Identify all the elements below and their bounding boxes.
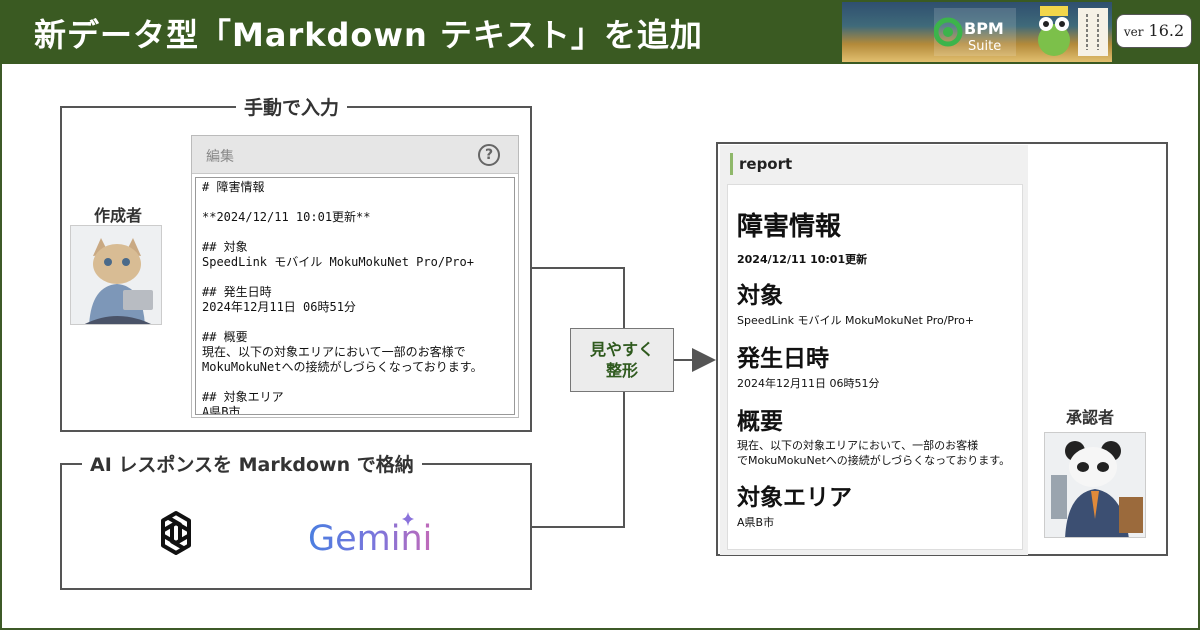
author-avatar (70, 225, 162, 325)
panda-approver-icon (1045, 433, 1145, 537)
cat-author-icon (71, 226, 161, 324)
report-datetime-heading: 発生日時 (737, 346, 829, 372)
editor-toolbar: 編集 ? (192, 136, 518, 174)
version-badge: ver 16.2 (1116, 14, 1192, 48)
report-summary-line-1: 現在、以下の対象エリアにおいて、一部のお客様 (737, 439, 979, 452)
suite-logo-sub: Suite (968, 39, 1001, 54)
approver-label: 承認者 (1066, 408, 1115, 427)
markdown-textarea[interactable]: # 障害情報 **2024/12/11 10:01更新** ## 対象 Spee… (195, 177, 515, 415)
author-label: 作成者 (94, 206, 143, 225)
report-body (727, 184, 1023, 550)
report-updated: 2024/12/11 10:01更新 (737, 253, 868, 266)
markdown-editor: 編集 ? # 障害情報 **2024/12/11 10:01更新** ## 対象… (191, 135, 519, 418)
suite-logo-main: BPM (964, 19, 1004, 38)
bpm-suite-logo: BPM Suite (934, 8, 1016, 56)
gemini-logo-graphic: Gemini (308, 512, 432, 559)
report-summary-line-2: でMokuMokuNetへの接続がしづらくなっております。 (737, 454, 1011, 467)
vertical-seal-graphic (1078, 8, 1108, 56)
ai-input-group (60, 463, 532, 590)
help-icon[interactable]: ? (478, 144, 500, 166)
gemini-wordmark: Gemini (308, 519, 432, 558)
ai-input-label: AI レスポンスを Markdown で格納 (82, 450, 422, 477)
header-illustration: BPM Suite (842, 2, 1112, 62)
frog-mascot-icon (1038, 6, 1070, 56)
header-banner: 新データ型「Markdown テキスト」を追加 BPM Suite ver 16… (0, 0, 1200, 64)
process-line-2: 整形 (605, 361, 638, 380)
process-line-1: 見やすく (589, 340, 654, 359)
report-h1: 障害情報 (737, 212, 842, 242)
openai-logo-icon (161, 511, 191, 555)
approver-avatar (1044, 432, 1146, 538)
version-number: 16.2 (1148, 21, 1185, 40)
report-area-text: A県B市 (737, 516, 775, 529)
report-area-heading: 対象エリア (737, 485, 852, 511)
report-datetime-text: 2024年12月11日 06時51分 (737, 377, 880, 390)
report-target-heading: 対象 (737, 283, 783, 309)
manual-input-label: 手動で入力 (236, 93, 348, 120)
format-process-box: 見やすく 整形 (570, 328, 674, 392)
report-summary-heading: 概要 (737, 409, 783, 435)
gemini-sparkle-icon (402, 512, 414, 526)
editor-toolbar-label: 編集 (206, 149, 234, 165)
version-prefix: ver (1123, 25, 1144, 39)
gemini-logo: Gemini (308, 512, 448, 559)
page-title: 新データ型「Markdown テキスト」を追加 (34, 16, 703, 54)
report-title: report (730, 153, 792, 175)
report-target-text: SpeedLink モバイル MokuMokuNet Pro/Pro+ (737, 314, 975, 327)
